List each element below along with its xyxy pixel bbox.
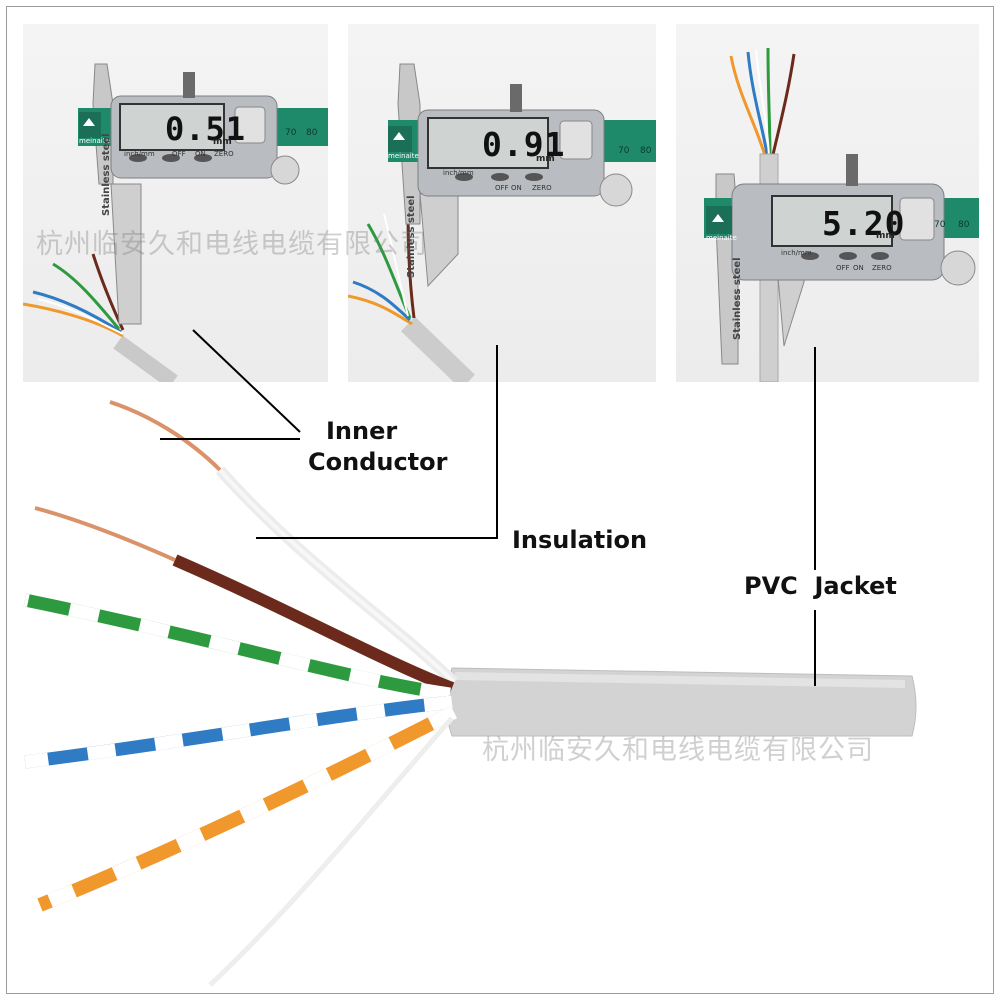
scale-number: 80 [958, 220, 970, 230]
scale-number: 70 [285, 128, 297, 138]
orange-wire [37, 705, 458, 912]
button-label: ZERO [214, 150, 234, 158]
callout-line-inner-conductor [192, 329, 301, 433]
button-label: OFF [495, 184, 509, 192]
caliper-reading: 5.20 [822, 204, 906, 243]
brand-label: meinaite [79, 137, 110, 145]
callout-line-insulation [256, 345, 498, 539]
caliper-illustration [704, 47, 979, 382]
copper-conductor [109, 400, 222, 472]
button-label: ZERO [872, 264, 892, 272]
button-label: inch/mm [781, 249, 812, 257]
button-label: ZERO [532, 184, 552, 192]
white-blue-wire [24, 695, 453, 769]
scale-number: 70 [934, 220, 946, 230]
button-label: ON [511, 184, 522, 192]
caliper-illustration [348, 63, 656, 382]
photo-insulation-measurement: 0.91 mm inch/mm OFF ON ZERO meinaite 70 … [348, 24, 656, 382]
green-wire [23, 593, 451, 701]
watermark-top: 杭州临安久和电线电缆有限公司 [36, 229, 428, 260]
rip-cord [208, 716, 454, 987]
button-label: ON [853, 264, 864, 272]
scale-number: 70 [618, 146, 630, 156]
caliper-reading: 0.51 [165, 110, 247, 148]
watermark-bottom: 杭州临安久和电线电缆有限公司 [482, 735, 874, 766]
brown-wire [172, 554, 455, 694]
reading-unit: mm [213, 137, 232, 147]
button-label: inch/mm [124, 150, 155, 158]
caliper-illustration [23, 63, 328, 382]
caliper-reading: 0.91 [482, 125, 566, 164]
label-pvc-jacket: PVC Jacket [744, 572, 897, 600]
photo-inner-conductor-measurement: 0.51 mm inch/mm OFF ON ZERO meinaite 70 … [23, 24, 328, 382]
button-label: ON [195, 150, 206, 158]
reading-unit: mm [876, 231, 895, 241]
photo-pvc-jacket-measurement: 5.20 mm inch/mm OFF ON ZERO meinaite 70 … [676, 24, 979, 382]
button-label: inch/mm [443, 169, 474, 177]
scale-number: 80 [306, 128, 318, 138]
button-label: OFF [836, 264, 850, 272]
brand-label: meinaite [388, 152, 419, 160]
copper-conductor [34, 506, 176, 562]
label-conductor: Conductor [308, 448, 448, 476]
reading-unit: mm [536, 154, 555, 164]
button-label: OFF [172, 150, 186, 158]
scale-number: 80 [640, 146, 652, 156]
brand-label: meinaite [706, 234, 737, 242]
label-inner: Inner [326, 417, 398, 445]
label-insulation: Insulation [512, 526, 648, 554]
